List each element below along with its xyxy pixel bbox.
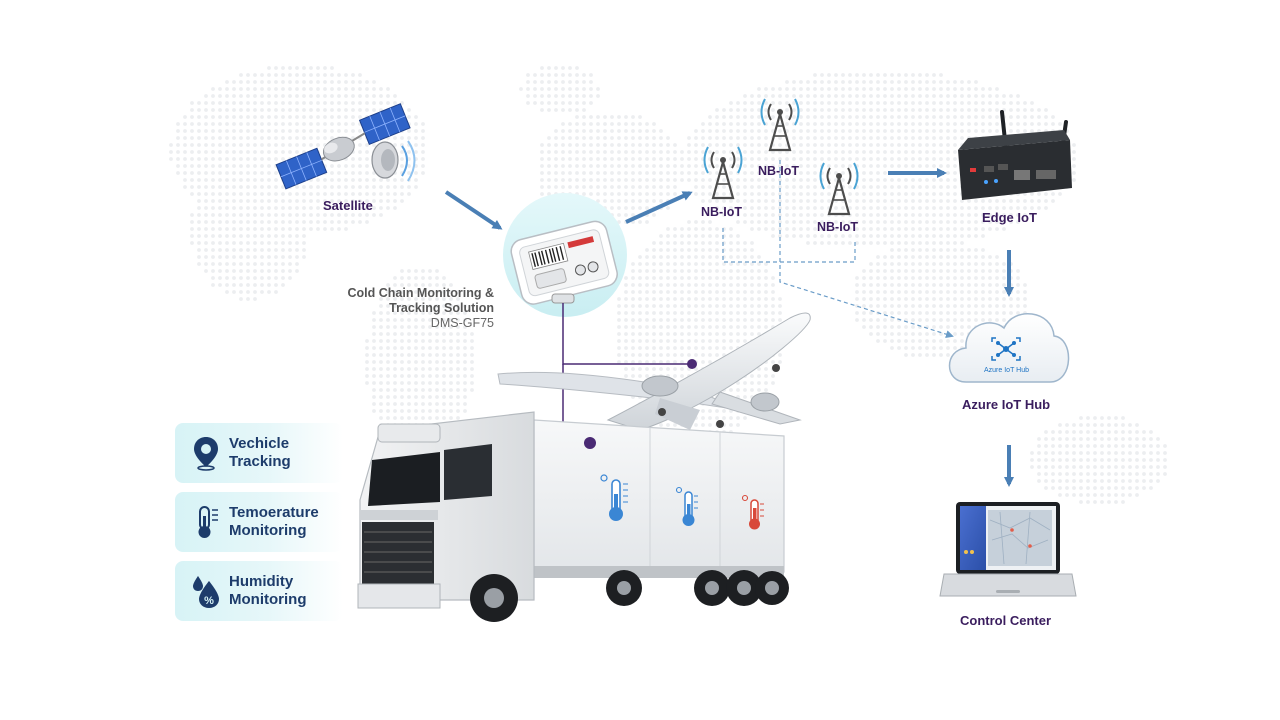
satellite-label: Satellite: [323, 198, 373, 213]
control-center-label: Control Center: [960, 613, 1051, 628]
dashed-link-to-hub: [779, 160, 954, 339]
tracking-device: [503, 193, 627, 317]
arrow-device-to-network: [625, 191, 693, 224]
humidity-drop-icon: %: [193, 576, 219, 608]
device-title-line1: Cold Chain Monitoring &: [347, 286, 494, 300]
cell-tower-icon-1: [703, 146, 743, 200]
device-title-line2: Tracking Solution: [389, 301, 494, 315]
satellite-icon: [275, 103, 416, 190]
trailer-thermometer-icon-1: [600, 474, 628, 521]
trailer-thermometer-icon-2: [675, 486, 698, 526]
svg-text:%: %: [204, 595, 214, 607]
cell-tower-icon-3: [819, 162, 859, 216]
tower-label-2: NB-IoT: [758, 164, 799, 178]
azure-iot-hub-label: Azure IoT Hub: [962, 397, 1051, 412]
edge-gateway-icon: [958, 110, 1072, 200]
airplane-icon: [497, 312, 811, 431]
feature-temperature-monitoring: Temoerature Monitoring: [175, 492, 343, 552]
tower-label-3: NB-IoT: [817, 220, 858, 234]
device-caption: Cold Chain Monitoring & Tracking Solutio…: [347, 286, 494, 331]
azure-cloud-icon: [948, 313, 1070, 383]
feature-3-line2: Monitoring: [229, 591, 307, 608]
flow-arrows: [444, 160, 1014, 487]
device-model: DMS-GF75: [430, 316, 494, 330]
feature-1-line2: Tracking: [229, 453, 291, 470]
arrow-satellite-to-device: [444, 190, 503, 230]
feature-2-line1: Temoerature: [229, 504, 319, 521]
feature-1-line1: Vechicle: [229, 435, 290, 452]
cloud-inner-text: Azure IoT Hub: [984, 367, 1030, 374]
truck-icon: [357, 411, 789, 622]
laptop-icon: [939, 502, 1077, 597]
feature-2-line2: Monitoring: [229, 522, 307, 539]
trailer-thermometer-icon-3: [741, 494, 764, 530]
thermometer-icon: [198, 506, 218, 538]
cell-tower-icon-2: [760, 98, 800, 152]
airplane-sensor-dot: [687, 359, 697, 369]
feature-vehicle-tracking: Vechicle Tracking: [175, 423, 343, 483]
tower-label-1: NB-IoT: [701, 205, 742, 219]
feature-humidity-monitoring: % Humidity Monitoring: [175, 561, 343, 621]
location-pin-icon: [194, 437, 218, 471]
edge-iot-label: Edge IoT: [982, 210, 1037, 225]
truck-sensor-dot: [584, 437, 596, 449]
feature-3-line1: Humidity: [229, 573, 294, 590]
dashed-link-towers: [722, 228, 856, 263]
